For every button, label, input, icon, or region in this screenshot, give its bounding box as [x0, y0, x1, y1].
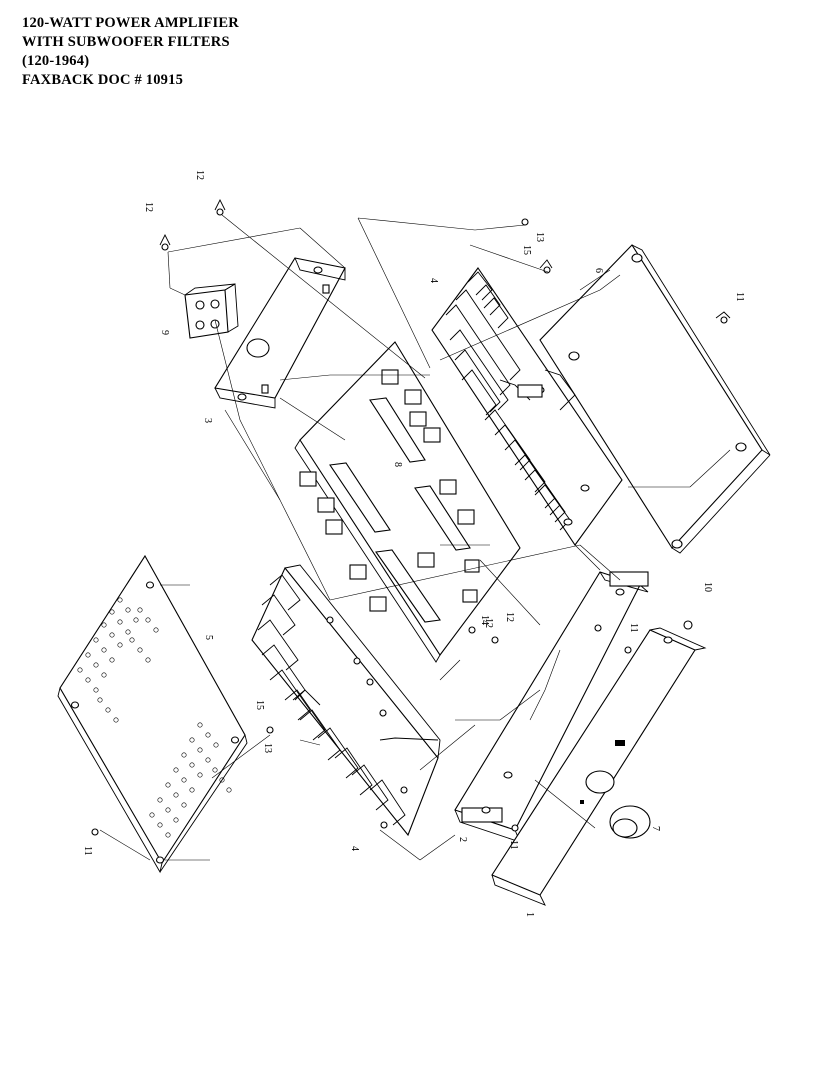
document-header: 120-WATT POWER AMPLIFIER WITH SUBWOOFER …	[22, 14, 239, 90]
callout-6: 6	[593, 268, 604, 273]
callout-3: 3	[202, 418, 213, 423]
speaker-terminal-bracket	[184, 283, 239, 339]
callout-11-b: 11	[628, 623, 639, 633]
callout-15-b: 15	[254, 700, 265, 710]
faxback-doc-number: FAXBACK DOC # 10915	[22, 72, 184, 88]
assembly-leader-lines	[99, 214, 621, 861]
bottom-cover-plate	[539, 244, 771, 554]
callout-8: 8	[392, 462, 403, 467]
callout-15-a: 15	[521, 245, 532, 255]
callout-14: 14	[479, 615, 490, 625]
title-line-1: 120-WATT POWER AMPLIFIER	[22, 15, 239, 31]
callout-7: 7	[650, 826, 661, 831]
callout-12-d: 12	[504, 612, 515, 622]
heatsink-left	[251, 564, 441, 837]
callout-11-c: 11	[508, 840, 519, 850]
callout-12-a: 12	[194, 170, 205, 180]
main-circuit-board	[294, 341, 521, 663]
front-bezel	[491, 627, 707, 906]
callout-13-b: 13	[262, 743, 273, 753]
fasteners	[91, 198, 731, 836]
callout-1: 1	[524, 912, 535, 917]
callout-4-right: 4	[428, 278, 439, 283]
callout-12-b: 12	[143, 202, 154, 212]
title-line-2: WITH SUBWOOFER FILTERS	[22, 34, 230, 50]
callout-9: 9	[159, 330, 170, 335]
callout-11-d: 11	[82, 846, 93, 856]
callout-10: 10	[702, 582, 713, 592]
callout-labels: 1 2 3 4 4 5 6 7 8 9 10 11 11 11 11 12 12…	[82, 170, 745, 917]
callout-4-left: 4	[349, 846, 360, 851]
callout-12-c: 12	[483, 618, 494, 628]
model-number: (120-1964)	[22, 53, 90, 69]
volume-knob	[609, 805, 651, 839]
top-cover-plate	[57, 554, 248, 874]
callout-5: 5	[203, 635, 214, 640]
callout-11-a: 11	[734, 292, 745, 302]
callout-2: 2	[457, 837, 468, 842]
callout-13-a: 13	[534, 232, 545, 242]
rear-panel-bracket	[214, 257, 346, 409]
